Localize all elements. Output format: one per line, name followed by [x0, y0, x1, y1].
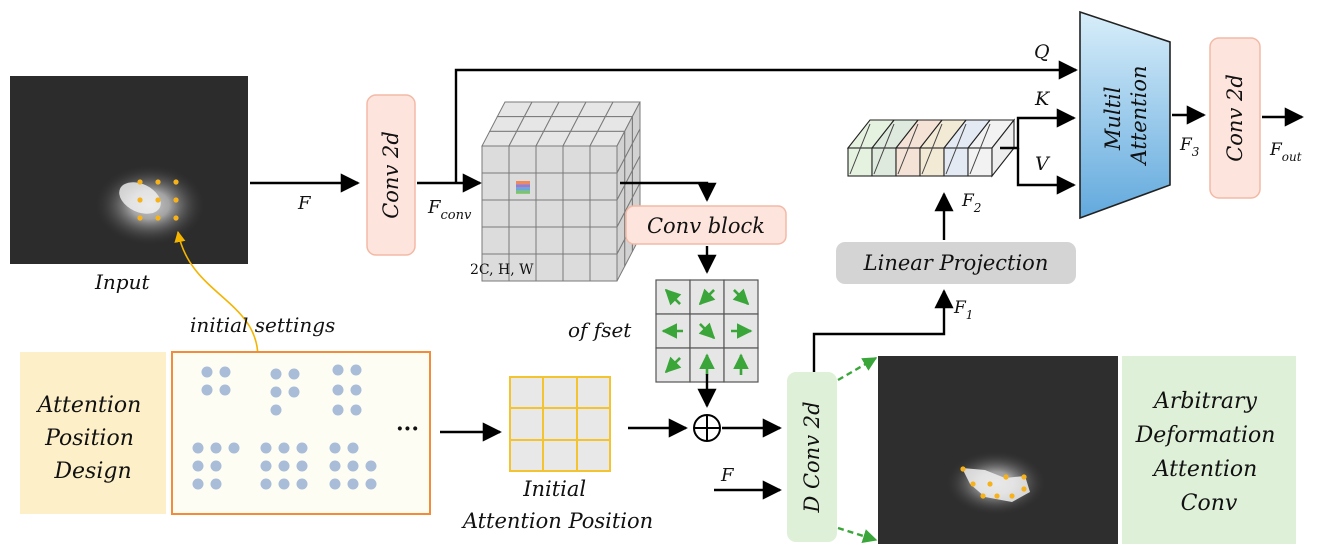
- pattern-dot: [329, 478, 341, 490]
- initial-settings-arrow: [174, 230, 259, 359]
- green-dashed-arrow-bottom: [837, 526, 878, 543]
- pattern-dot: [329, 442, 341, 454]
- pattern-dot: [347, 478, 359, 490]
- pattern-dot: [260, 460, 272, 472]
- offset-arrow: [664, 356, 682, 374]
- label-f1: F1: [953, 298, 973, 322]
- input-sampling-dots: [137, 179, 179, 221]
- d-conv2d-label: D Conv 2d: [800, 401, 824, 513]
- conv2d-first-label: Conv 2d: [379, 131, 403, 219]
- conv2d-out-label: Conv 2d: [1223, 74, 1247, 162]
- ellipsis: ···: [396, 416, 419, 442]
- offset-arrow: [698, 288, 716, 306]
- pattern-dot: [210, 478, 222, 490]
- initial-attention-position-label: Initial Attention Position: [461, 477, 653, 533]
- offset-arrow: [664, 288, 682, 306]
- label-q: Q: [1034, 41, 1050, 63]
- pattern-dot: [260, 442, 272, 454]
- pattern-dot: [278, 442, 290, 454]
- label-f-lower: F: [720, 465, 735, 486]
- input-image: [10, 76, 248, 264]
- pattern-dot: [219, 366, 231, 378]
- pattern-dot: [270, 368, 282, 380]
- conv2d-first-box: [366, 94, 416, 256]
- cube-dims-label: 2C, H, W: [470, 262, 534, 278]
- pattern-dot: [329, 460, 341, 472]
- arrow-dconv-to-linear: [812, 289, 954, 372]
- pattern-dots: [192, 364, 377, 490]
- offset-arrow: [732, 288, 750, 306]
- arbitrary-deformation-box: [1122, 356, 1296, 544]
- pattern-dot: [288, 368, 300, 380]
- conv-block-box: [625, 205, 787, 245]
- feature-cube: [481, 101, 641, 282]
- multil-attention-label: Multil Attention: [1101, 66, 1151, 167]
- offset-grid: [655, 279, 759, 383]
- pattern-dot: [210, 460, 222, 472]
- offset-label: of fset: [568, 318, 632, 342]
- pattern-dot: [332, 364, 344, 376]
- pattern-dot: [228, 442, 240, 454]
- output-image: [878, 356, 1118, 544]
- label-v: V: [1035, 153, 1051, 175]
- label-f-main: F: [297, 193, 312, 214]
- pattern-dot: [210, 442, 222, 454]
- pattern-dot: [278, 460, 290, 472]
- pattern-panel: [171, 351, 431, 515]
- arrow-v-path: [1016, 148, 1076, 195]
- arrow-k-path: [1000, 108, 1076, 150]
- pattern-dot: [288, 386, 300, 398]
- pattern-dot: [260, 478, 272, 490]
- offset-arrow: [698, 322, 716, 340]
- conv-block-label: Conv block: [647, 214, 765, 238]
- pattern-dot: [296, 460, 308, 472]
- pattern-dot: [365, 460, 377, 472]
- linear-projection-box: [836, 242, 1076, 284]
- pattern-dot: [296, 442, 308, 454]
- pattern-dot: [278, 478, 290, 490]
- arbitrary-deformation-label: Arbitrary Deformation Attention Conv: [1135, 389, 1283, 516]
- token-strip: [846, 118, 1016, 178]
- attention-position-design-label: Attention Position Design: [36, 393, 149, 484]
- green-dashed-arrow-top: [837, 356, 878, 382]
- d-conv2d-box: [787, 372, 837, 542]
- input-label: Input: [94, 270, 150, 294]
- add-operator: [693, 414, 721, 442]
- linear-projection-label: Linear Projection: [863, 251, 1049, 275]
- label-f-out: Fout: [1269, 140, 1302, 164]
- pattern-dot: [201, 384, 213, 396]
- initial-settings-label: initial settings: [190, 313, 335, 337]
- pattern-dot: [192, 442, 204, 454]
- pattern-dot: [201, 366, 213, 378]
- pattern-dot: [350, 404, 362, 416]
- pattern-dot: [332, 404, 344, 416]
- pattern-dot: [270, 404, 282, 416]
- pattern-dot: [347, 460, 359, 472]
- pattern-dot: [192, 478, 204, 490]
- conv2d-out-box: [1209, 37, 1261, 199]
- pattern-dot: [347, 442, 359, 454]
- label-f-conv: Fconv: [427, 197, 472, 223]
- pattern-dot: [296, 478, 308, 490]
- pattern-dot: [365, 478, 377, 490]
- pattern-dot: [350, 384, 362, 396]
- pattern-dot: [332, 384, 344, 396]
- label-f2: F2: [961, 191, 981, 215]
- pattern-dot: [192, 460, 204, 472]
- pattern-dot: [270, 386, 282, 398]
- pattern-dot: [350, 364, 362, 376]
- initial-attention-grid: [509, 376, 611, 472]
- arrow-q-path: [454, 60, 1078, 183]
- label-f3: F3: [1179, 135, 1200, 159]
- attention-position-design-box: [20, 352, 166, 514]
- pattern-dot: [219, 384, 231, 396]
- output-sampling-dots: [960, 466, 1027, 499]
- multil-attention-block: [1079, 10, 1171, 220]
- arrow-cube-to-convblock: [620, 181, 717, 202]
- label-k: K: [1034, 88, 1051, 110]
